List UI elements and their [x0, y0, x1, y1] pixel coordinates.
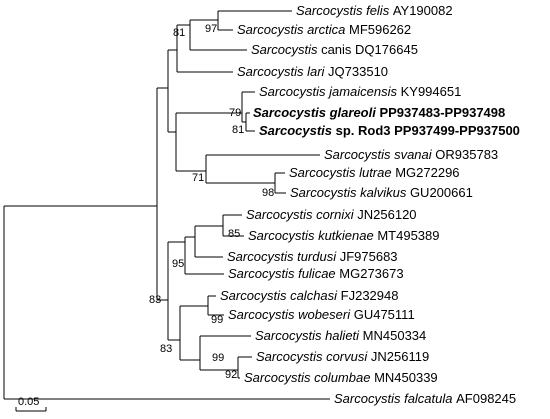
taxon-label-halieti: Sarcocystis halieti MN450334	[255, 328, 426, 343]
taxon-accession: GU200661	[410, 185, 473, 200]
taxon-genus: Sarcocystis	[259, 123, 336, 138]
taxon-species: sp. Rod3	[336, 123, 395, 138]
taxon-species: svanai	[394, 147, 435, 162]
taxon-label-calchasi: Sarcocystis calchasi FJ232948	[220, 288, 398, 303]
taxon-label-glareoli: Sarcocystis glareoli PP937483-PP937498	[253, 105, 505, 120]
taxon-genus: Sarcocystis	[228, 307, 298, 322]
taxon-label-wobeseri: Sarcocystis wobeseri GU475111	[228, 307, 415, 322]
taxon-species: corvusi	[326, 349, 371, 364]
taxon-genus: Sarcocystis	[228, 266, 298, 281]
taxon-accession: JQ733510	[328, 64, 388, 79]
taxon-accession: MN450334	[363, 328, 427, 343]
taxon-species: halieti	[325, 328, 363, 343]
taxon-genus: Sarcocystis	[255, 328, 325, 343]
taxon-accession: PP937483-PP937498	[379, 105, 505, 120]
bootstrap-label: 99	[212, 352, 224, 364]
taxon-genus: Sarcocystis	[296, 3, 366, 18]
taxon-species: falcatula	[404, 391, 456, 406]
taxon-label-jamaicensis: Sarcocystis jamaicensis KY994651	[259, 84, 461, 99]
taxon-accession: PP937499-PP937500	[394, 123, 520, 138]
bootstrap-label: 92	[225, 369, 237, 381]
bootstrap-label: 85	[228, 228, 240, 240]
taxon-label-canis: Sarcocystis canis DQ176645	[251, 42, 418, 57]
scale-bar-label: 0.05	[18, 396, 39, 408]
scale-bar: 0.05	[15, 396, 47, 412]
taxon-accession: AF098245	[456, 391, 516, 406]
bootstrap-label: 99	[211, 314, 223, 326]
bootstrap-label: 81	[173, 27, 185, 39]
taxon-genus: Sarcocystis	[324, 147, 394, 162]
bootstrap-label: 71	[192, 172, 204, 184]
taxon-species: cornixi	[316, 207, 357, 222]
taxon-accession: MG272296	[395, 165, 459, 180]
taxon-label-falcatula: Sarcocystis falcatula AF098245	[334, 391, 516, 406]
taxon-accession: KY994651	[401, 84, 462, 99]
taxon-genus: Sarcocystis	[227, 249, 297, 264]
taxon-label-rod3: Sarcocystis sp. Rod3 PP937499-PP937500	[259, 123, 520, 138]
taxon-genus: Sarcocystis	[256, 349, 326, 364]
taxon-accession: OR935783	[435, 147, 498, 162]
taxon-species: turdusi	[297, 249, 340, 264]
taxon-accession: MT495389	[377, 228, 439, 243]
bootstrap-label: 81	[232, 124, 244, 136]
bootstrap-label: 95	[172, 258, 184, 270]
bootstrap-label: 83	[149, 294, 161, 306]
taxon-species: kutkienae	[318, 228, 377, 243]
taxon-accession: DQ176645	[355, 42, 418, 57]
taxon-accession: FJ232948	[341, 288, 399, 303]
taxon-species: canis	[321, 42, 355, 57]
taxon-species: wobeseri	[298, 307, 354, 322]
taxon-species: jamaicensis	[327, 84, 401, 99]
tree-branches	[3, 10, 330, 400]
taxon-accession: JN256120	[357, 207, 416, 222]
taxon-genus: Sarcocystis	[290, 185, 360, 200]
taxon-genus: Sarcocystis	[237, 22, 307, 37]
taxon-species: arctica	[307, 22, 349, 37]
taxon-label-kalvikus: Sarcocystis kalvikus GU200661	[290, 185, 473, 200]
taxon-genus: Sarcocystis	[248, 228, 318, 243]
bootstrap-values: 97 81 79 81 71 98 85 95 99 99 92 83 83	[149, 23, 274, 381]
taxon-label-felis: Sarcocystis felis AY190082	[296, 3, 453, 18]
bootstrap-label: 79	[229, 107, 241, 119]
taxon-label-svanai: Sarcocystis svanai OR935783	[324, 147, 498, 162]
taxon-genus: Sarcocystis	[244, 370, 314, 385]
taxon-species: glareoli	[329, 105, 380, 120]
taxon-label-arctica: Sarcocystis arctica MF596262	[237, 22, 411, 37]
taxon-label-corvusi: Sarcocystis corvusi JN256119	[256, 349, 429, 364]
taxon-genus: Sarcocystis	[237, 64, 307, 79]
bootstrap-label: 98	[262, 187, 274, 199]
taxon-genus: Sarcocystis	[253, 105, 330, 120]
taxon-accession: MN450339	[374, 370, 438, 385]
taxon-accession: JF975683	[340, 249, 398, 264]
taxon-species: lari	[307, 64, 328, 79]
taxon-label-columbae: Sarcocystis columbae MN450339	[244, 370, 438, 385]
bootstrap-label: 83	[160, 343, 172, 355]
taxon-accession: GU475111	[354, 307, 415, 322]
taxon-accession: JN256119	[371, 349, 429, 364]
taxon-label-cornixi: Sarcocystis cornixi JN256120	[246, 207, 417, 222]
taxon-genus: Sarcocystis	[251, 42, 321, 57]
taxon-species: calchasi	[290, 288, 341, 303]
taxon-label-lutrae: Sarcocystis lutrae MG272296	[289, 165, 460, 180]
taxon-genus: Sarcocystis	[334, 391, 404, 406]
taxon-label-turdusi: Sarcocystis turdusi JF975683	[227, 249, 398, 264]
taxon-label-fulicae: Sarcocystis fulicae MG273673	[228, 266, 404, 281]
bootstrap-label: 97	[205, 23, 217, 35]
taxon-genus: Sarcocystis	[289, 165, 359, 180]
taxon-label-lari: Sarcocystis lari JQ733510	[237, 64, 388, 79]
taxon-accession: MF596262	[349, 22, 411, 37]
taxon-species: lutrae	[359, 165, 395, 180]
taxon-species: felis	[366, 3, 393, 18]
taxon-genus: Sarcocystis	[246, 207, 316, 222]
taxon-label-kutkienae: Sarcocystis kutkienae MT495389	[248, 228, 440, 243]
taxon-genus: Sarcocystis	[220, 288, 290, 303]
taxon-species: columbae	[314, 370, 374, 385]
taxon-species: fulicae	[298, 266, 339, 281]
taxon-accession: AY190082	[393, 3, 453, 18]
taxon-genus: Sarcocystis	[259, 84, 329, 99]
taxon-accession: MG273673	[339, 266, 403, 281]
taxon-species: kalvikus	[360, 185, 410, 200]
